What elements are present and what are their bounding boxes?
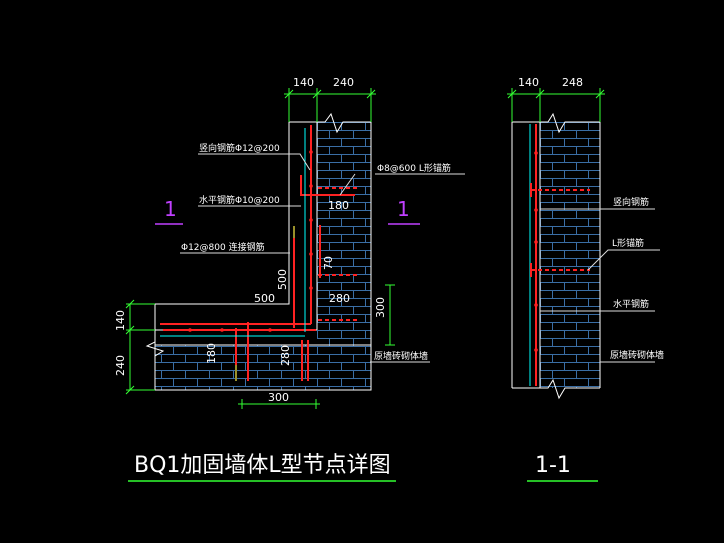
section-masonry [540, 122, 600, 388]
dim-70: 70 [322, 256, 335, 270]
dim-280-right: 280 [329, 292, 350, 305]
label-connector-rebar: Φ12@800 连接钢筋 [181, 241, 265, 253]
section-label-horizontal-rebar: 水平钢筋 [613, 298, 649, 310]
reinforcement-layer-lines [160, 128, 306, 337]
rebar-group [160, 125, 355, 381]
main-title: BQ1加固墙体L型节点详图 [134, 453, 391, 478]
section-view: 140 248 竖向钢筋 L形锚筋 水平钢筋 原墙砖砌体墙 [507, 76, 664, 400]
dim-280-bottom: 280 [279, 345, 292, 366]
dim-300-right: 300 [374, 297, 387, 318]
section-title: 1-1 [535, 453, 571, 478]
section-dim-248: 248 [562, 76, 583, 89]
section-label-l-anchor: L形锚筋 [612, 237, 644, 249]
dim-top-240: 240 [333, 76, 354, 89]
masonry-horizontal-wall [155, 345, 371, 390]
dim-300-bottom: 300 [268, 391, 289, 404]
section-mark-left: 1 [164, 197, 177, 221]
break-line-top [289, 112, 371, 134]
section-dimension-lines [507, 88, 605, 122]
dim-top-140: 140 [293, 76, 314, 89]
section-dim-140: 140 [518, 76, 539, 89]
section-label-original-wall: 原墙砖砌体墙 [610, 349, 664, 361]
dim-240-left: 240 [114, 355, 127, 376]
section-leader-lines [540, 208, 660, 363]
break-line-left [145, 330, 165, 390]
label-vertical-rebar: 竖向钢筋Φ12@200 [199, 142, 280, 154]
section-label-vertical-rebar: 竖向钢筋 [613, 196, 649, 208]
label-horizontal-rebar: 水平钢筋Φ10@200 [199, 194, 280, 206]
dimension-lines [125, 88, 395, 409]
dim-140-left: 140 [114, 310, 127, 331]
dim-180-top: 180 [328, 199, 349, 212]
section-rebar-dots [534, 151, 538, 352]
section-anchor-bars [531, 189, 590, 271]
section-break-bottom [512, 378, 600, 400]
rebar-dots [188, 150, 313, 332]
label-original-wall: 原墙砖砌体墙 [374, 350, 428, 362]
dim-500-horizontal: 500 [254, 292, 275, 305]
plan-view: 1 1 140 240 180 70 500 500 280 300 140 2… [114, 76, 465, 409]
section-break-top [512, 112, 600, 134]
dim-500-vertical: 500 [276, 269, 289, 290]
dim-180-bottom: 180 [205, 343, 218, 364]
leader-lines [180, 153, 465, 363]
section-mark-right: 1 [397, 197, 410, 221]
label-l-anchor: Φ8@600 L形锚筋 [377, 162, 451, 174]
section-outline [511, 122, 601, 388]
anchor-bars [318, 187, 360, 321]
